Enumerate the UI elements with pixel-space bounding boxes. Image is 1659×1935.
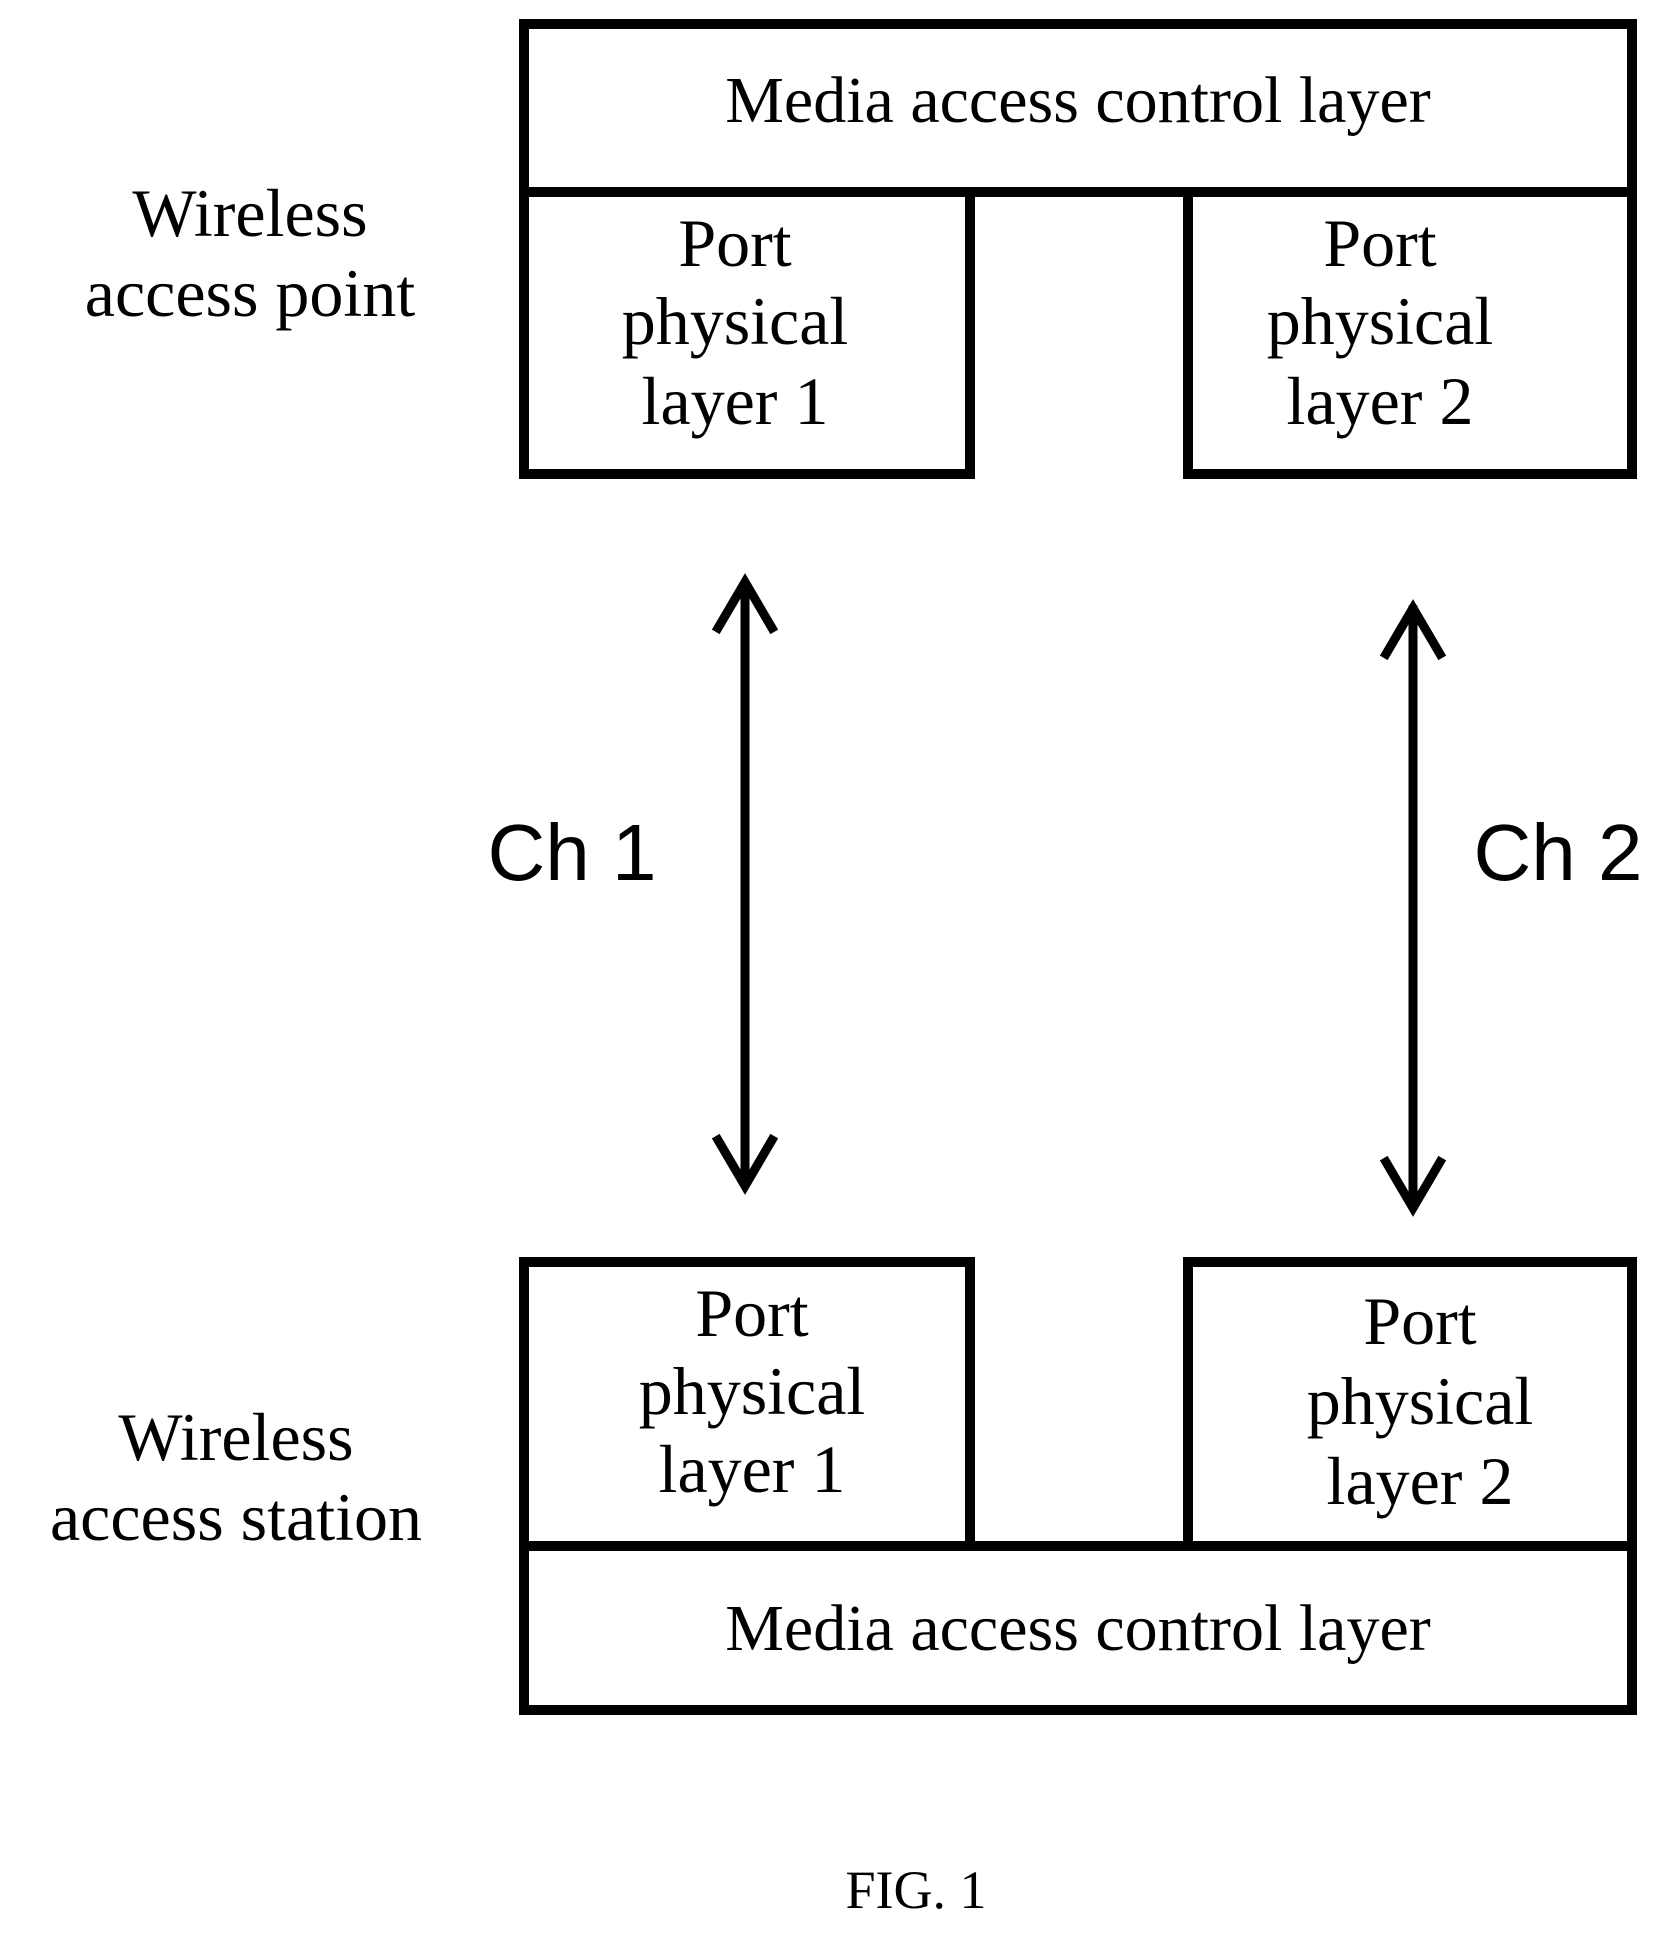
- access-station-group: Wireless access station Port physical la…: [50, 1262, 1632, 1710]
- access-station-port2-line3: layer 2: [1327, 1443, 1514, 1519]
- access-point-label-line1: Wireless: [132, 175, 367, 251]
- channel-1-label: Ch 1: [488, 808, 657, 897]
- access-point-port2-line3: layer 2: [1287, 363, 1474, 439]
- access-point-port1-line3: layer 1: [642, 363, 829, 439]
- access-station-label-line2: access station: [50, 1479, 422, 1555]
- access-point-group: Wireless access point Media access contr…: [85, 24, 1632, 474]
- access-station-label-line1: Wireless: [118, 1399, 353, 1475]
- access-point-label-line2: access point: [85, 255, 416, 331]
- access-station-port1-line2: physical: [639, 1353, 866, 1429]
- access-point-port2-line1: Port: [1323, 205, 1436, 281]
- channel-2-group: Ch 2: [1386, 608, 1642, 1208]
- access-station-port2-line1: Port: [1363, 1283, 1476, 1359]
- figure-caption: FIG. 1: [845, 1860, 986, 1920]
- access-station-port1-line1: Port: [695, 1275, 808, 1351]
- access-point-port1-line1: Port: [678, 205, 791, 281]
- access-station-mac-layer-label: Media access control layer: [725, 1592, 1431, 1665]
- access-point-port1-line2: physical: [622, 283, 849, 359]
- channel-2-label: Ch 2: [1474, 808, 1643, 897]
- access-station-port2-line2: physical: [1307, 1363, 1534, 1439]
- channel-1-group: Ch 1: [488, 582, 772, 1186]
- access-point-port2-line2: physical: [1267, 283, 1494, 359]
- access-station-port1-line3: layer 1: [659, 1431, 846, 1507]
- access-point-mac-layer-label: Media access control layer: [725, 64, 1431, 137]
